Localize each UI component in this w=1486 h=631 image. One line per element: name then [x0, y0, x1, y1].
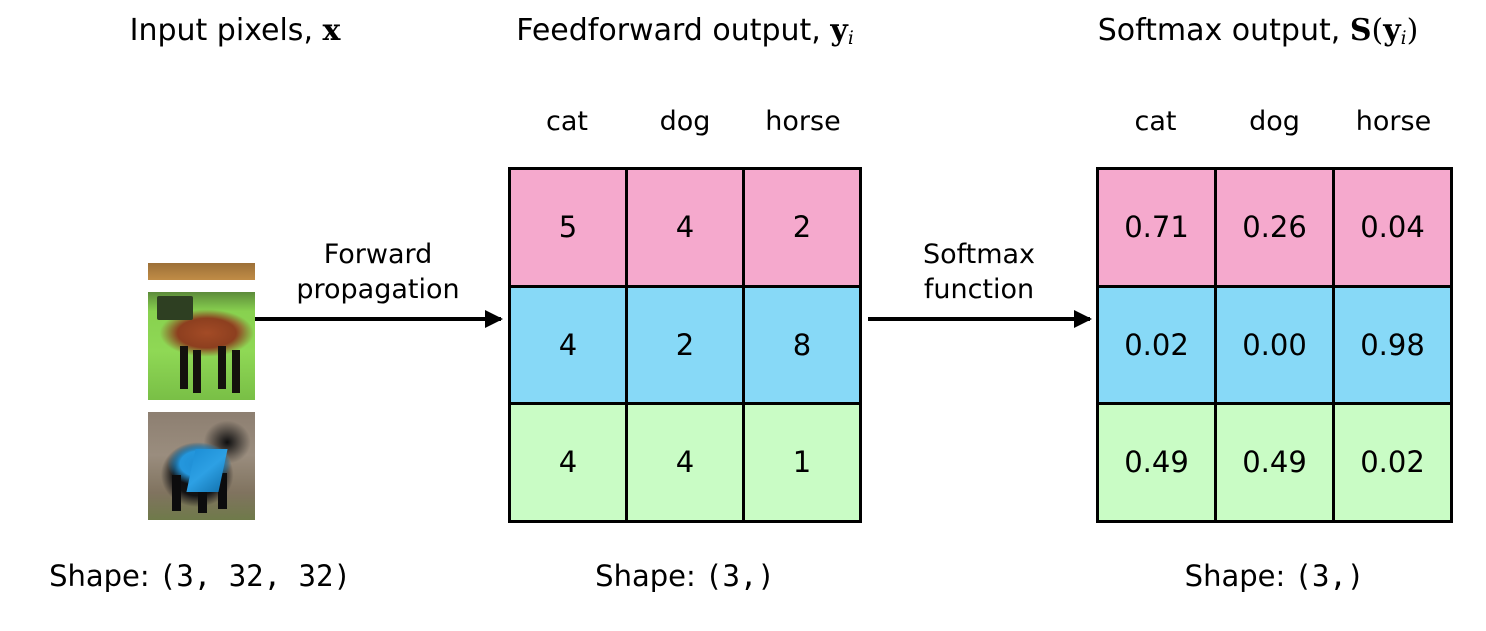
- table-row: 0.49 0.49 0.02: [1099, 405, 1450, 521]
- table-cell: 0.26: [1217, 170, 1335, 285]
- forward-arrow-icon: [255, 317, 501, 322]
- dog-image: [148, 412, 255, 520]
- table-cell: 2: [628, 287, 745, 403]
- table-row: 5 4 2: [511, 170, 859, 288]
- feedforward-header-dog: dog: [659, 106, 711, 137]
- shape-caption-softmax: Shape: (3,): [1096, 562, 1453, 591]
- shape-input-prefix: Shape:: [49, 559, 159, 593]
- title-ff-symbol: y: [830, 13, 848, 48]
- table-cell: 8: [745, 287, 859, 403]
- table-row: 0.71 0.26 0.04: [1099, 170, 1450, 288]
- title-sm-subscript: i: [1400, 28, 1407, 50]
- table-cell: 0.04: [1335, 170, 1450, 285]
- page-title-softmax-output: Softmax output, S(yi): [1030, 16, 1486, 49]
- title-input-text: Input pixels,: [129, 13, 323, 48]
- table-cell: 0.02: [1099, 287, 1217, 403]
- softmax-header-cat: cat: [1134, 106, 1177, 137]
- forward-propagation-arrow: Forward propagation: [255, 238, 501, 322]
- table-cell: 1: [745, 405, 859, 521]
- table-cell: 4: [511, 287, 628, 403]
- feedforward-header-horse: horse: [765, 106, 841, 137]
- softmax-arrow-label-line1: Softmax: [922, 239, 1036, 270]
- table-row: 4 2 8: [511, 287, 859, 406]
- softmax-output-table: 0.71 0.26 0.04 0.02 0.00 0.98 0.49 0.49 …: [1096, 167, 1453, 523]
- cat-image: [148, 172, 255, 280]
- title-input-symbol: x: [322, 13, 341, 48]
- feedforward-column-headers: cat dog horse: [508, 108, 862, 135]
- title-ff-text: Feedforward output,: [516, 13, 831, 48]
- table-cell: 4: [511, 405, 628, 521]
- table-cell: 0.02: [1335, 405, 1450, 521]
- softmax-arrow-label: Softmax function: [868, 238, 1090, 307]
- forward-arrow-label-line1: Forward: [323, 239, 433, 270]
- table-cell: 4: [628, 405, 745, 521]
- softmax-arrow-icon: [868, 317, 1090, 322]
- forward-arrow-label-line2: propagation: [296, 273, 460, 305]
- shape-input-value: (3, 32, 32): [158, 559, 351, 593]
- title-sm-text: Softmax output,: [1097, 13, 1350, 48]
- softmax-arrow-label-line2: function: [923, 273, 1035, 305]
- horse-image: [148, 292, 255, 400]
- table-row: 0.02 0.00 0.98: [1099, 287, 1450, 406]
- table-cell: 0.71: [1099, 170, 1217, 285]
- title-sm-vector: y: [1383, 13, 1401, 48]
- input-image-stack: [148, 172, 255, 520]
- shape-right-value: (3,): [1294, 559, 1365, 593]
- softmax-function-arrow: Softmax function: [868, 238, 1090, 322]
- shape-caption-input: Shape: (3, 32, 32): [0, 562, 400, 591]
- table-cell: 0.00: [1217, 287, 1335, 403]
- softmax-header-horse: horse: [1355, 106, 1432, 137]
- shape-mid-value: (3,): [704, 559, 775, 593]
- shape-caption-feedforward: Shape: (3,): [508, 562, 862, 591]
- page-title-feedforward-output: Feedforward output, yi: [455, 16, 915, 49]
- table-cell: 4: [628, 170, 745, 285]
- forward-arrow-label: Forward propagation: [255, 238, 501, 307]
- title-sm-close-paren: ): [1406, 13, 1419, 48]
- shape-mid-prefix: Shape:: [595, 559, 705, 593]
- shape-right-prefix: Shape:: [1184, 559, 1295, 593]
- table-row: 4 4 1: [511, 405, 859, 521]
- title-sm-open-paren: (: [1371, 13, 1384, 48]
- table-cell: 5: [511, 170, 628, 285]
- table-cell: 0.49: [1217, 405, 1335, 521]
- title-ff-subscript: i: [847, 28, 854, 50]
- page-title-input-pixels: Input pixels, x: [0, 16, 470, 46]
- softmax-column-headers: cat dog horse: [1096, 108, 1453, 135]
- table-cell: 2: [745, 170, 859, 285]
- table-cell: 0.49: [1099, 405, 1217, 521]
- title-sm-symbol: S: [1349, 13, 1372, 48]
- softmax-header-dog: dog: [1249, 106, 1300, 137]
- feedforward-header-cat: cat: [546, 106, 588, 137]
- table-cell: 0.98: [1335, 287, 1450, 403]
- feedforward-output-table: 5 4 2 4 2 8 4 4 1: [508, 167, 862, 523]
